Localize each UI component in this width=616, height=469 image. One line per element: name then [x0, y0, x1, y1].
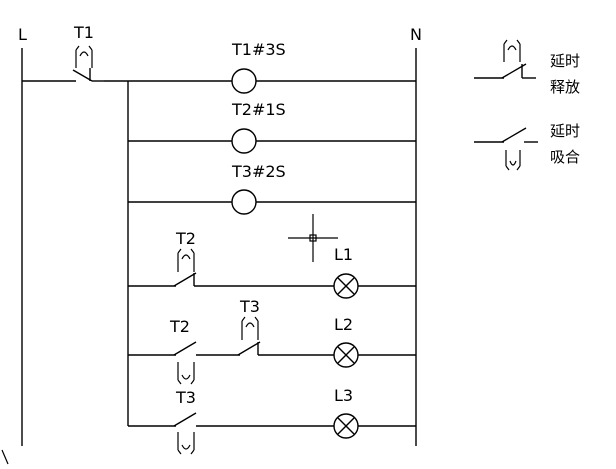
- legend-on-delay-line2: 吸合: [550, 148, 580, 166]
- lamp-l3-label: L3: [334, 386, 353, 405]
- stray-tick: [1, 449, 9, 465]
- t3-contact-b-timer-mark: [177, 432, 195, 455]
- t2-contact-b-timer-mark: [177, 362, 195, 385]
- lamp-l1-cross-b: [337, 277, 355, 295]
- t3-contact-a-label: T3: [239, 297, 260, 316]
- rung-1: T1 T1#3S: [22, 23, 416, 94]
- rung-5: T2 T3 L2: [128, 297, 416, 385]
- legend-on-delay-timer-mark: [505, 150, 521, 171]
- legend-on-delay-blade: [501, 127, 527, 143]
- legend-off-delay-line2: 释放: [550, 78, 580, 96]
- legend-off-delay: 延时 释放: [474, 39, 580, 96]
- t3-coil: [231, 189, 257, 215]
- t2-coil: [231, 128, 257, 154]
- lamp-l3-cross-b: [337, 417, 355, 435]
- t2-contact-a-label: T2: [175, 229, 196, 248]
- legend-off-delay-line1: 延时: [550, 52, 580, 70]
- t1-coil: [231, 68, 257, 94]
- legend-on-delay: 延时 吸合: [474, 122, 580, 171]
- t3-contact-b-label: T3: [175, 388, 196, 407]
- right-rail-label: N: [410, 25, 422, 44]
- legend-on-delay-line1: 延时: [550, 122, 580, 140]
- t1-timer-mark: [75, 45, 93, 68]
- t2-contact-a-timer-mark: [177, 248, 195, 272]
- left-rail-label: L: [18, 25, 27, 44]
- t3-coil-label: T3#2S: [231, 162, 286, 181]
- cad-crosshair: [288, 214, 338, 262]
- lamp-l1-label: L1: [334, 245, 353, 264]
- rung-2: T2#1S: [128, 100, 416, 154]
- rung-4: T2 L1: [128, 229, 416, 299]
- t1-contact-blade: [72, 69, 93, 82]
- t2-coil-label: T2#1S: [231, 100, 286, 119]
- crosshair-box: [309, 234, 317, 242]
- lamp-l2-label: L2: [334, 315, 353, 334]
- t1-coil-label: T1#3S: [231, 40, 286, 59]
- t3-contact-a-blade: [237, 341, 261, 356]
- rung-6: T3 L3: [128, 386, 416, 455]
- lamp-l2-cross-b: [337, 346, 355, 364]
- t3-contact-b-blade: [173, 412, 197, 427]
- rung-3: T3#2S: [128, 162, 416, 215]
- t2-contact-b-blade: [173, 341, 197, 356]
- t2-contact-a-blade: [173, 272, 197, 287]
- t2-contact-b-label: T2: [169, 317, 190, 336]
- legend-off-delay-timer-mark: [503, 39, 521, 62]
- t3-contact-a-timer-mark: [241, 316, 259, 340]
- t1-contact-label: T1: [73, 23, 94, 42]
